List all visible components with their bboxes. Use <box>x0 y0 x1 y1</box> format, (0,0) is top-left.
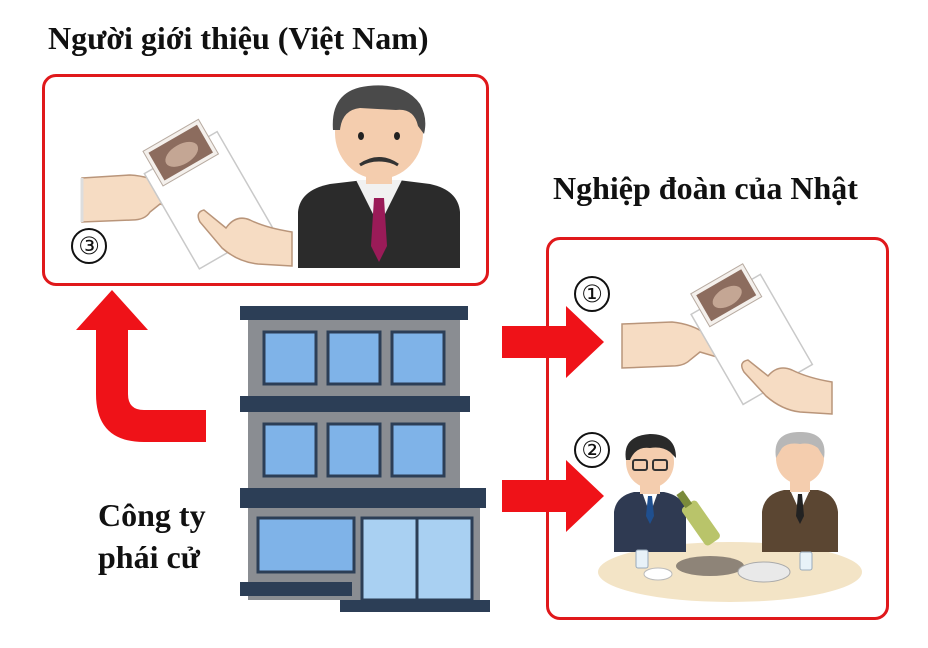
sending-company-label: Công ty phái cử <box>98 494 206 578</box>
step-1-marker: ① <box>574 276 610 312</box>
arrow-to-union-2 <box>502 460 604 532</box>
union-title: Nghiệp đoàn của Nhật <box>553 170 858 206</box>
dinner-entertainment-icon <box>598 432 862 602</box>
company-label-line2: phái cử <box>98 539 200 575</box>
businessman-icon <box>298 85 460 268</box>
step-2-marker: ② <box>574 432 610 468</box>
step-3-marker: ③ <box>71 228 107 264</box>
arrow-to-introducer <box>76 290 206 442</box>
company-label-line1: Công ty <box>98 497 206 533</box>
building-icon <box>240 306 490 612</box>
envelope-handover-icon <box>80 118 293 270</box>
introducer-title: Người giới thiệu (Việt Nam) <box>48 20 429 56</box>
arrow-to-union-1 <box>502 306 604 378</box>
union-envelope-icon <box>621 263 833 415</box>
